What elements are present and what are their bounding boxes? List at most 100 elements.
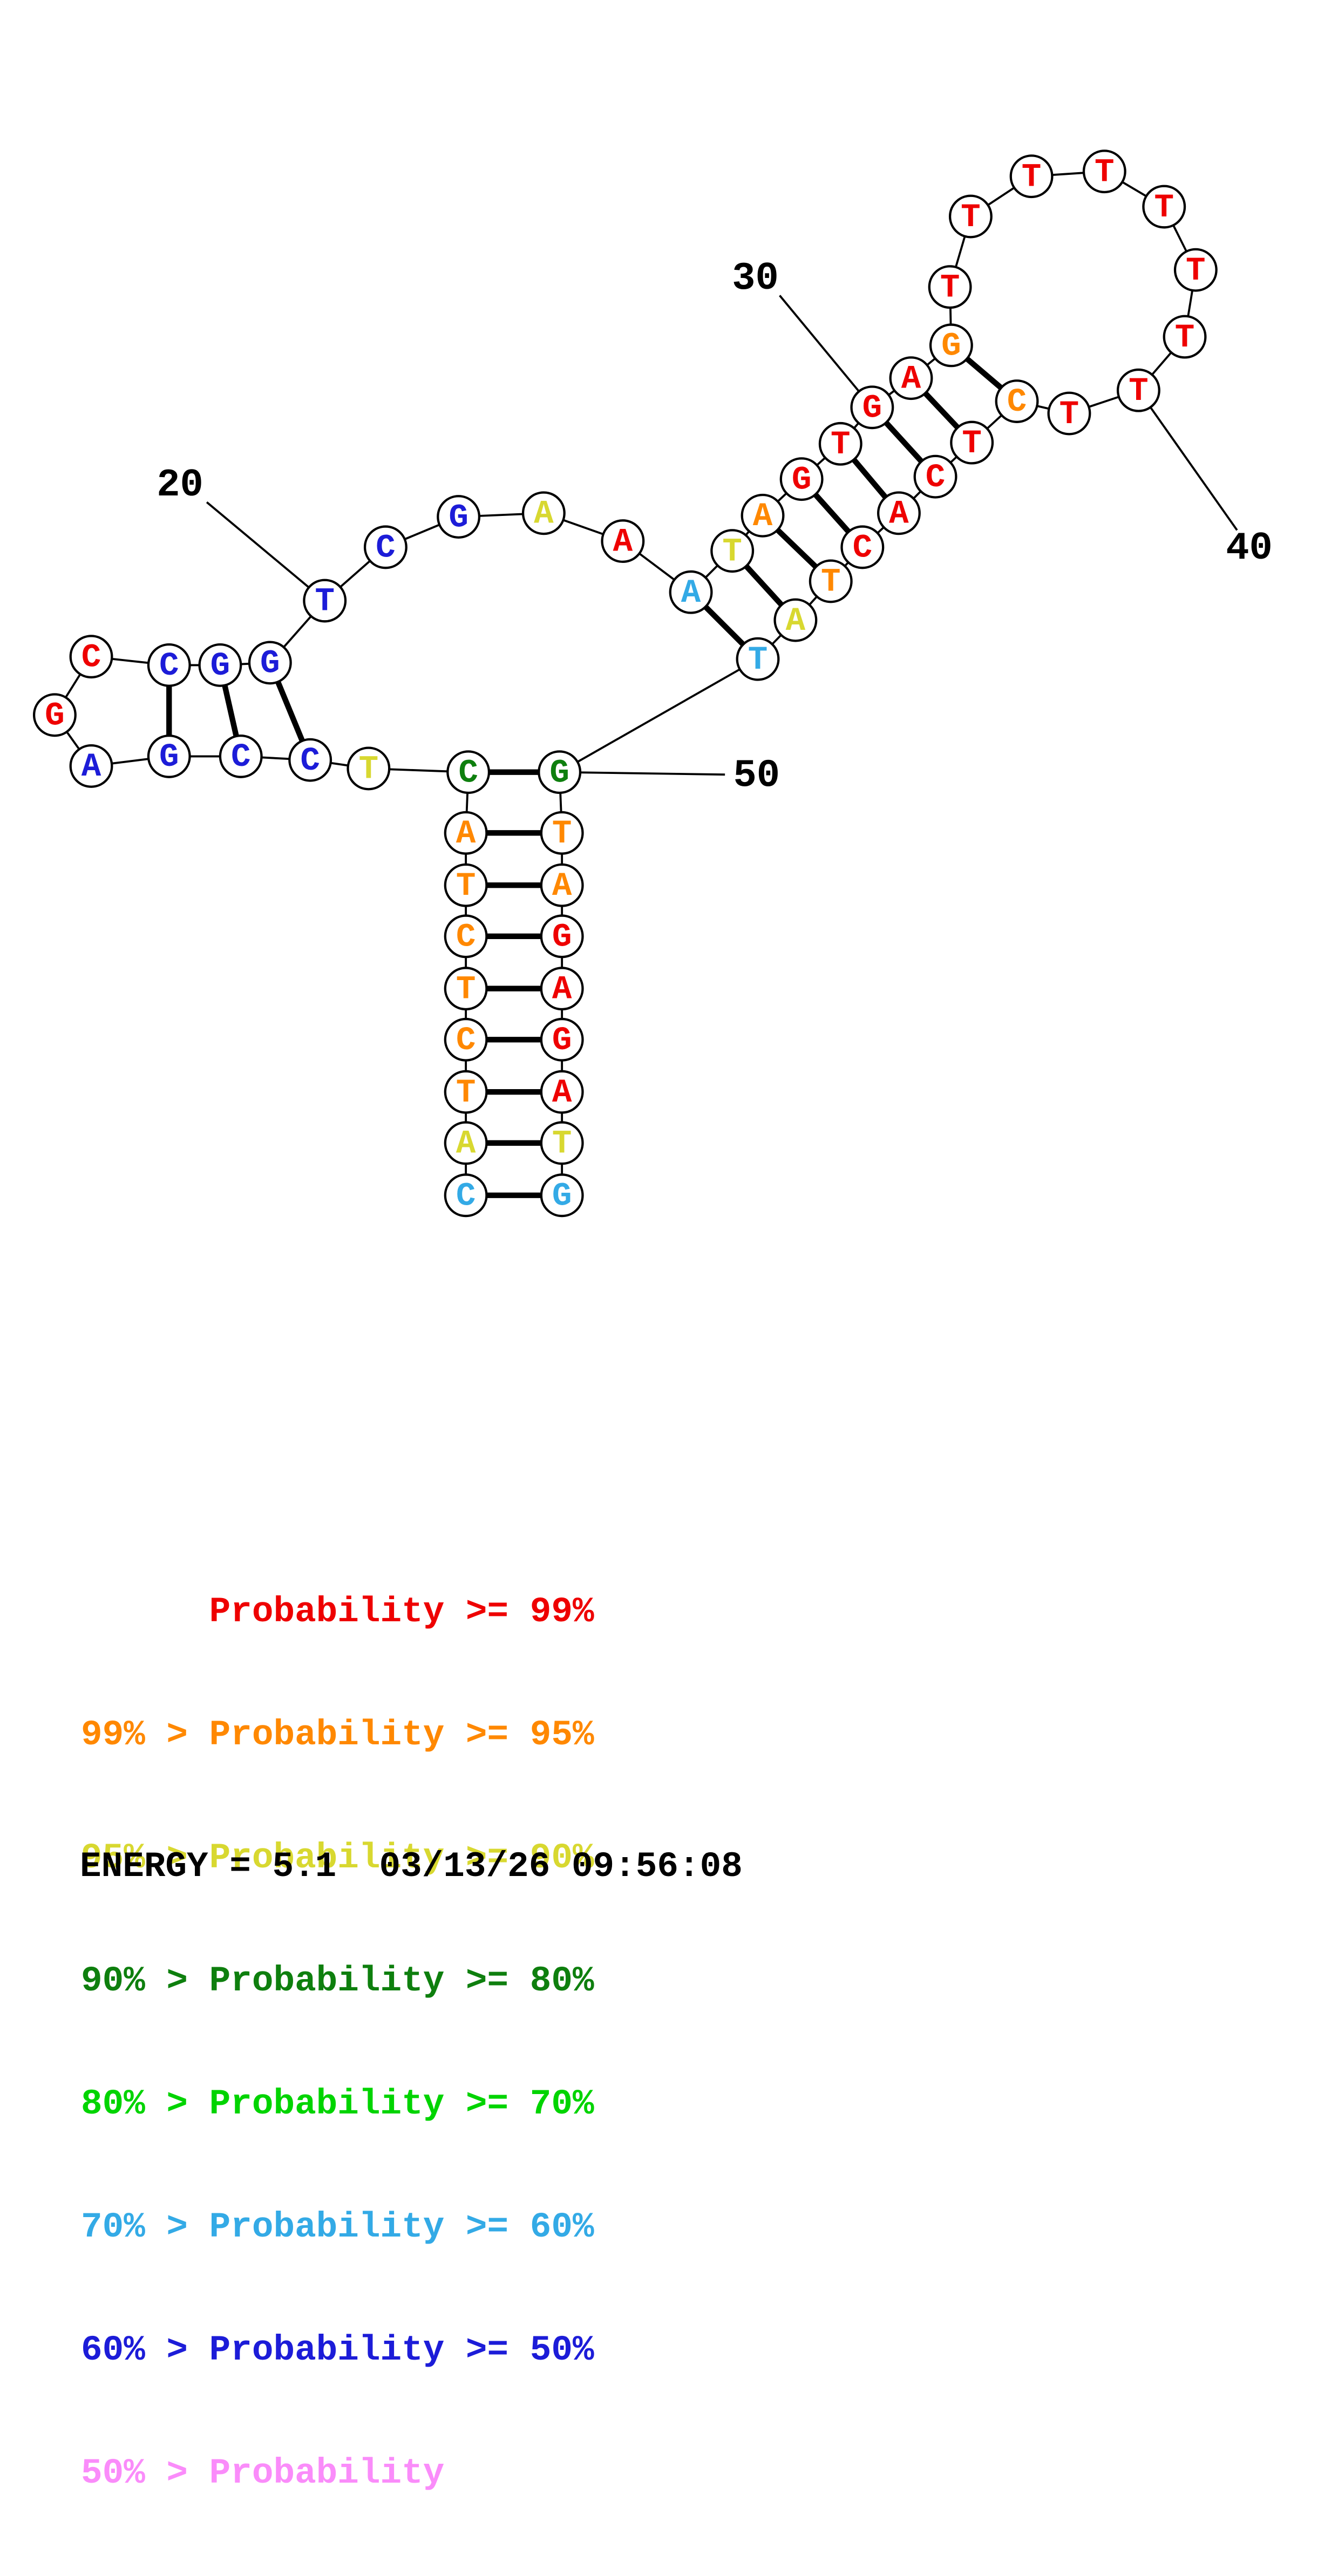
- nucleotide-circle: [1116, 368, 1160, 412]
- nucleotide-circle: [540, 1121, 584, 1165]
- legend-row: 60% > Probability >= 50%: [81, 2330, 594, 2370]
- nucleotide-circle: [444, 967, 488, 1011]
- nucleotide-letter: C: [458, 755, 478, 792]
- nucleotide-circle: [363, 525, 407, 569]
- nucleotide-letter: G: [552, 1178, 572, 1215]
- nucleotide-letter: G: [862, 390, 882, 427]
- nucleotide-letter: C: [456, 1022, 476, 1059]
- nucleotide-letter: T: [1022, 159, 1042, 196]
- legend-row: 99% > Probability >= 95%: [81, 1715, 594, 1755]
- nucleotide-circle: [248, 641, 292, 685]
- nucleotide-circle: [540, 863, 584, 907]
- nucleotide-letter: A: [901, 361, 921, 398]
- nucleotide-circle: [444, 1070, 488, 1114]
- nucleotide-letter: A: [613, 524, 633, 561]
- nucleotide-circle: [736, 637, 780, 681]
- nucleotide-letter: C: [1007, 384, 1027, 421]
- nucleotide-letter: A: [534, 496, 554, 533]
- nucleotide-circle: [928, 265, 972, 309]
- position-label: 30: [732, 256, 779, 301]
- nucleotide-circle: [1047, 391, 1091, 436]
- position-label: 50: [733, 753, 780, 798]
- nucleotide-letter: T: [748, 642, 768, 679]
- legend-row: 80% > Probability >= 70%: [81, 2084, 594, 2124]
- nucleotide-circle: [950, 420, 994, 465]
- nucleotide-circle: [444, 1173, 488, 1218]
- nucleotide-letter: G: [549, 755, 569, 792]
- nucleotide-letter: T: [961, 199, 981, 236]
- nucleotide-letter: C: [81, 639, 101, 676]
- nucleotide-circle: [347, 746, 391, 791]
- nucleotide-circle: [444, 914, 488, 959]
- nucleotide-circle: [601, 519, 645, 563]
- nucleotide-letter: A: [681, 575, 701, 612]
- nucleotide-letter: G: [210, 648, 230, 685]
- label-leader-line: [1137, 390, 1238, 531]
- nucleotide-letter: T: [1129, 373, 1149, 410]
- nucleotide-letter: G: [449, 499, 468, 536]
- nucleotide-circle: [889, 356, 933, 400]
- nucleotide-circle: [779, 457, 824, 501]
- nucleotide-circle: [913, 454, 957, 499]
- nucleotide-letter: T: [821, 564, 841, 601]
- nucleotide-circle: [540, 811, 584, 855]
- nucleotide-letter: T: [1059, 396, 1079, 433]
- position-label: 40: [1226, 526, 1273, 570]
- nucleotide-letter: T: [1095, 154, 1115, 191]
- nucleotide-circle: [741, 493, 785, 538]
- nucleotide-circle: [710, 529, 755, 573]
- nucleotide-letter: G: [552, 919, 572, 956]
- nucleotide-letter: T: [1154, 189, 1174, 227]
- nucleotide-letter: C: [456, 1178, 476, 1215]
- label-leader-line: [779, 295, 873, 408]
- nucleotide-circle: [669, 570, 713, 614]
- nucleotide-circle: [995, 379, 1039, 423]
- label-leader-line: [559, 771, 725, 776]
- nucleotide-circle: [303, 579, 347, 623]
- nucleotide-letter: A: [552, 971, 572, 1008]
- nucleotide-letter: T: [552, 815, 572, 853]
- nucleotide-letter: T: [1186, 253, 1206, 290]
- nucleotide-circle: [540, 967, 584, 1011]
- nucleotide-letter: A: [81, 749, 101, 786]
- nucleotide-circle: [437, 495, 481, 539]
- nucleotide-circle: [773, 598, 818, 642]
- nucleotide-circle: [929, 323, 973, 368]
- nucleotide-letter: T: [456, 868, 476, 905]
- nucleotide-letter: T: [831, 426, 851, 464]
- nucleotide-circle: [446, 750, 491, 794]
- nucleotide-letter: G: [552, 1022, 572, 1059]
- nucleotide-letter: G: [941, 328, 961, 365]
- nucleotide-circle: [444, 1121, 488, 1165]
- nucleotide-letter: T: [315, 583, 335, 621]
- legend-row: 95% > Probability >= 90%: [81, 1838, 594, 1878]
- nucleotide-letter: T: [552, 1126, 572, 1163]
- nucleotide-letter: C: [231, 739, 251, 776]
- nucleotide-letter: T: [722, 533, 742, 570]
- nucleotide-letter: A: [786, 603, 806, 640]
- nucleotide-circle: [540, 1017, 584, 1062]
- nucleotide-letter: T: [456, 971, 476, 1008]
- nucleotide-letter: A: [552, 868, 572, 905]
- nucleotide-circle: [818, 422, 862, 466]
- nucleotide-circle: [69, 635, 113, 679]
- nucleotide-letter: G: [260, 645, 280, 683]
- nucleotide-circle: [147, 734, 191, 778]
- label-leader-line: [206, 501, 325, 602]
- backbone-segment: [559, 658, 758, 773]
- nucleotide-letter: A: [456, 815, 476, 853]
- nucleotide-circle: [538, 750, 582, 794]
- nucleotide-letter: T: [359, 751, 379, 789]
- legend-row: 50% > Probability: [81, 2453, 445, 2493]
- nucleotide-letter: C: [300, 743, 320, 780]
- nucleotide-circle: [809, 559, 853, 603]
- nucleotide-letter: G: [792, 461, 812, 499]
- nucleotide-circle: [540, 1173, 584, 1218]
- nucleotide-letter: T: [940, 269, 960, 307]
- nucleotide-circle: [877, 491, 921, 535]
- nucleotide-letter: C: [159, 648, 179, 685]
- legend-row: 90% > Probability >= 80%: [81, 1961, 594, 2001]
- nucleotide-circle: [1173, 248, 1218, 292]
- nucleotide-circle: [444, 1017, 488, 1062]
